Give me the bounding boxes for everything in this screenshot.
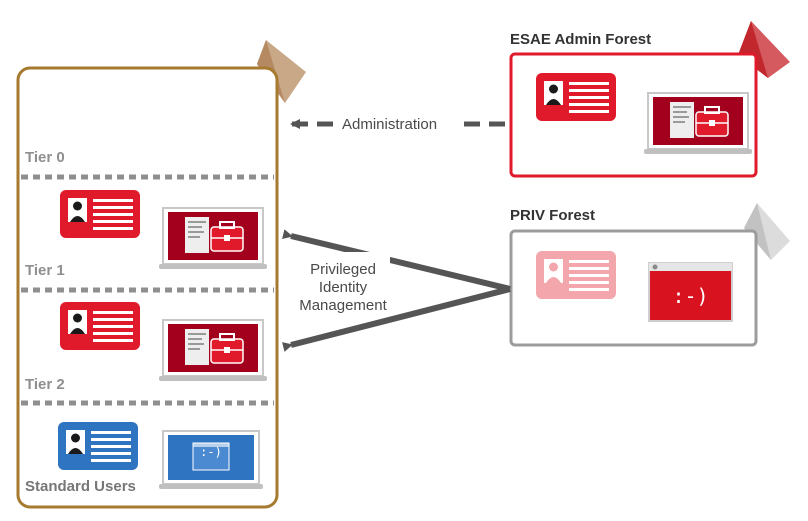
administration-label: Administration — [342, 116, 438, 133]
tier1-id-card-icon — [60, 190, 140, 238]
priv-id-card-icon — [536, 251, 616, 299]
esae-id-card-icon — [536, 73, 616, 121]
standard-users-laptop-icon — [159, 430, 263, 489]
priv-screen-text: :-) — [672, 284, 709, 308]
pim-label-background — [296, 252, 390, 316]
tier2-laptop-icon — [158, 319, 268, 382]
pim-arrows — [282, 229, 511, 352]
tier1-laptop-icon — [158, 207, 268, 270]
esae-forest-title: ESAE Admin Forest — [510, 31, 652, 48]
priv-pyramid-icon — [744, 203, 790, 260]
pim-label-line2: Identity — [318, 279, 368, 296]
esae-laptop-icon — [643, 92, 753, 155]
pim-label-line3: Management — [299, 297, 387, 314]
priv-browser-window-icon — [648, 262, 733, 322]
tier1-label: Tier 1 — [25, 262, 65, 279]
standard-users-screen-text: :-) — [200, 445, 222, 459]
priv-forest-title: PRIV Forest — [510, 207, 596, 224]
tier0-label: Tier 0 — [25, 149, 65, 166]
standard-users-label: Standard Users — [25, 478, 136, 495]
standard-users-id-card-icon — [58, 422, 138, 470]
pim-label-line1: Privileged — [310, 261, 376, 278]
tier2-label: Tier 2 — [25, 376, 65, 393]
tier2-id-card-icon — [60, 302, 140, 350]
